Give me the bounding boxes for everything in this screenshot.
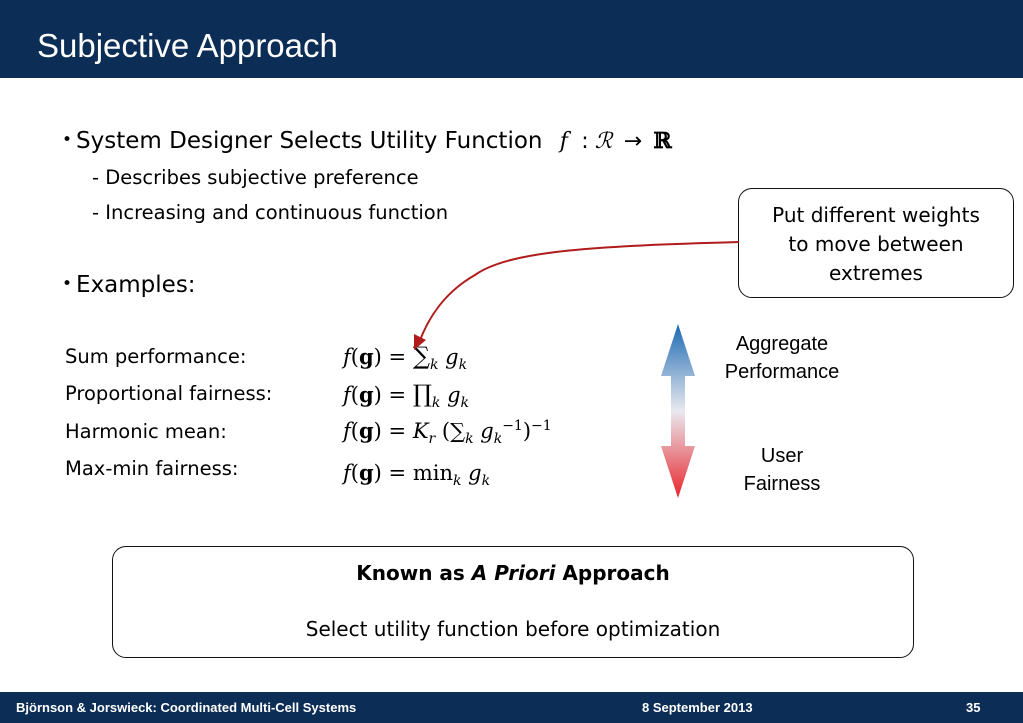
formula-operator: K (412, 419, 429, 443)
math-calligraphic-r: ℛ (594, 129, 613, 154)
formula-operator: ∏ (412, 380, 432, 408)
math-reals: ℝ (653, 128, 672, 154)
callout-line: Put different weights (772, 203, 980, 227)
arrow-label-top: Aggregate Performance (712, 330, 852, 386)
heading-part: Known as (356, 561, 472, 585)
slide-title: Subjective Approach (37, 27, 338, 64)
formula-term: g (447, 383, 461, 407)
bullet-examples: •Examples: (62, 272, 196, 298)
a-priori-text: Select utility function before optimizat… (305, 617, 721, 641)
slide-header: Subjective Approach (0, 0, 1023, 78)
formula-operator: ∑ (412, 342, 430, 370)
footer-authors: Björnson & Jorswieck: Coordinated Multi-… (16, 700, 357, 715)
bullet-text: Examples: (76, 272, 196, 298)
callout-line: extremes (829, 261, 923, 285)
bullet-text: System Designer Selects Utility Function (76, 128, 543, 154)
a-priori-box: Known as A Priori Approach Select utilit… (112, 546, 914, 658)
formula-term: g (480, 419, 494, 443)
bullet-utility-function: •System Designer Selects Utility Functio… (62, 128, 672, 154)
callout-arrow-head-icon (414, 334, 426, 350)
heading-emphasis: A Priori (471, 561, 556, 585)
a-priori-heading: Known as A Priori Approach (113, 561, 913, 585)
formula-maxmin: f(g) = mink gk (343, 460, 491, 490)
callout-arrow-line (418, 241, 740, 344)
callout-line: to move between (788, 232, 964, 256)
footer-page-number: 35 (966, 700, 981, 715)
bullet-dot-icon: • (62, 130, 73, 150)
slide-footer: Björnson & Jorswieck: Coordinated Multi-… (0, 692, 1023, 723)
arrow-label-line: User (760, 445, 804, 467)
footer-date: 8 September 2013 (642, 700, 753, 715)
formula-sum: f(g) = ∑k gk (343, 342, 468, 374)
formula-harmonic: f(g) = Kr (∑k gk−1)−1 (343, 418, 552, 448)
example-label-proportional: Proportional fairness: (65, 382, 273, 405)
formula-operator: min (412, 461, 453, 485)
example-label-harmonic: Harmonic mean: (65, 420, 227, 443)
heading-part: Approach (555, 561, 670, 585)
formula-term: g (445, 345, 459, 369)
example-label-maxmin: Max-min fairness: (65, 457, 239, 480)
math-f: f (559, 129, 568, 154)
sub-bullet-1: - Describes subjective preference (92, 166, 419, 189)
arrow-label-line: Aggregate (735, 333, 829, 355)
math-arrow: → (623, 129, 642, 154)
example-label-sum: Sum performance: (65, 345, 247, 368)
sub-bullet-2: - Increasing and continuous function (92, 201, 449, 224)
arrow-label-line: Fairness (743, 473, 821, 495)
formula-product: f(g) = ∏k gk (343, 380, 470, 412)
arrow-label-bottom: User Fairness (712, 442, 852, 498)
formula-term: g (468, 461, 482, 485)
arrow-label-line: Performance (724, 361, 840, 383)
double-arrow-icon (661, 324, 695, 498)
bullet-dot-icon: • (62, 274, 73, 294)
math-colon: : (581, 129, 589, 154)
